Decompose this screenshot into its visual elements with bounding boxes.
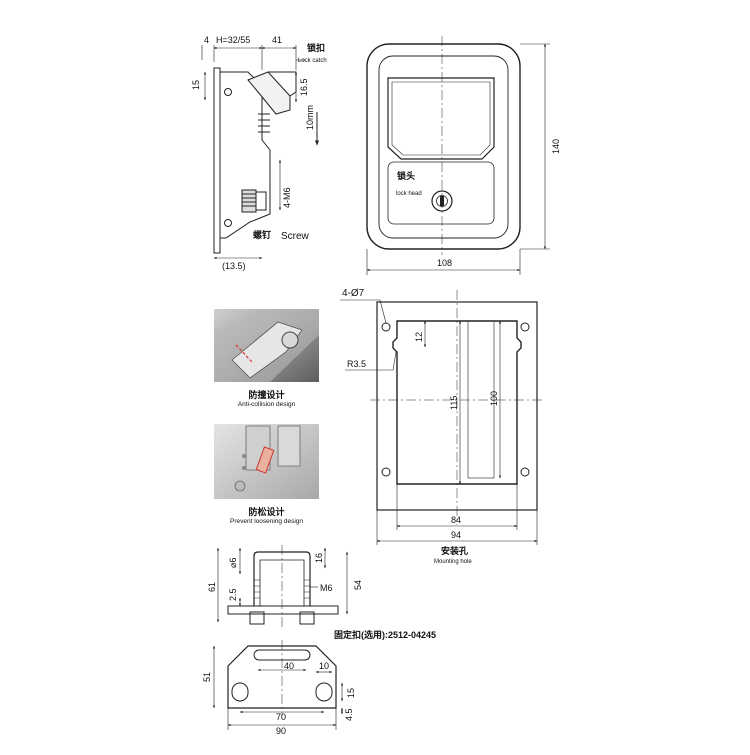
dim-54: 54 xyxy=(353,580,363,590)
thread-left xyxy=(254,579,260,599)
dim-70: 70 xyxy=(276,712,286,722)
screw-thread xyxy=(242,193,256,207)
dim-4m6: 4-M6 xyxy=(282,187,292,208)
dim-16: 16 xyxy=(314,553,324,563)
side-view xyxy=(201,45,319,260)
screw-body xyxy=(241,189,257,213)
dim-90: 90 xyxy=(276,726,286,736)
dim-10: 10 xyxy=(319,661,329,671)
dim-115: 115 xyxy=(449,396,459,410)
lock-catch xyxy=(247,71,291,115)
dim-100: 100 xyxy=(489,391,499,406)
mounting-hole-labels: 4-Ø7 12 R3.5 115 100 84 94 安装孔 Mounting … xyxy=(342,288,499,565)
nut-left xyxy=(249,611,265,625)
front-lower-panel xyxy=(387,161,495,225)
mounting-inner-ref xyxy=(467,320,495,479)
lock-head-cn: 锁头 xyxy=(397,170,415,181)
dim-13-5: (13.5) xyxy=(222,261,246,271)
dim-15-catch: 15 xyxy=(346,688,356,698)
side-plate xyxy=(213,67,221,254)
screw-head xyxy=(255,191,267,211)
dim-84: 84 xyxy=(451,515,461,525)
mounting-caption-en: Mounting hole xyxy=(434,559,472,565)
photo-dot xyxy=(242,466,246,470)
photo-anti-collision xyxy=(214,309,319,382)
catch-caption: 固定扣(选用):2512-04245 xyxy=(334,629,436,640)
dim-12: 12 xyxy=(414,332,424,342)
dim-10mm: 10mm xyxy=(305,105,315,130)
dim-4-5: 4.5 xyxy=(344,708,354,721)
lock-head-en: lock head xyxy=(396,191,422,197)
front-handle xyxy=(387,77,495,160)
dim-41: 41 xyxy=(272,35,282,45)
photo-nut xyxy=(234,480,246,492)
thread-right xyxy=(304,579,310,599)
photo-screw xyxy=(281,331,299,349)
front-view-labels: 锁头 lock head 140 108 xyxy=(396,139,561,268)
spring xyxy=(258,113,270,133)
nut-right xyxy=(299,611,315,625)
front-view xyxy=(366,36,550,275)
dim-51: 51 xyxy=(202,672,212,682)
catch-plan-view xyxy=(212,640,344,730)
mounting-hole-bl xyxy=(381,467,391,477)
dim-108: 108 xyxy=(437,258,452,268)
catch-plan-slot-left xyxy=(231,682,249,702)
photo-dot xyxy=(242,454,246,458)
mounting-hole-tl xyxy=(381,322,391,332)
screw-cn: 螺钉 xyxy=(253,229,271,240)
front-inner-recess xyxy=(378,55,509,239)
dim-holes: 4-Ø7 xyxy=(342,288,365,299)
photo-caption-prevent-loosening: 防松设计 Prevent loosening design xyxy=(204,505,329,525)
dim-16-5: 16.5 xyxy=(299,78,309,96)
photo-caption-en: Prevent loosening design xyxy=(230,518,303,525)
dim-40: 40 xyxy=(284,661,294,671)
leader-r3-5 xyxy=(392,351,397,371)
dim-4: 4 xyxy=(204,35,209,45)
screw-en: Screw xyxy=(281,231,310,242)
mounting-hole-view xyxy=(340,290,545,545)
mounting-hole-tr xyxy=(520,322,530,332)
catch-base-plate xyxy=(227,605,339,615)
leader-holes xyxy=(379,299,387,324)
dim-phi6: ⌀6 xyxy=(228,558,238,568)
photo-bracket-right xyxy=(277,425,301,467)
lock-catch-en: Lock catch xyxy=(298,58,327,64)
side-hole-top xyxy=(224,88,232,96)
side-hole-bottom xyxy=(224,219,232,227)
catch-elevation-view xyxy=(216,545,349,630)
photo-prevent-loosening xyxy=(214,424,319,499)
lock-catch-cn: 锁扣 xyxy=(307,42,325,53)
photo-highlight xyxy=(235,344,253,363)
side-view-labels: 4 H=32/55 41 锁扣 Lock catch 15 16.5 10mm … xyxy=(191,35,327,271)
photo-caption-cn: 防撞设计 xyxy=(248,390,285,400)
front-handle-inner xyxy=(391,81,491,156)
photo-caption-en: Anti-collision design xyxy=(237,401,296,408)
front-outer-plate xyxy=(366,43,521,250)
dim-2-5: 2.5 xyxy=(228,588,238,601)
dim-15: 15 xyxy=(191,80,201,90)
dim-61: 61 xyxy=(207,582,217,592)
catch-elevation-labels: 61 ⌀6 2.5 16 M6 54 固定扣(选用):2512-04245 xyxy=(207,553,436,640)
dim-140: 140 xyxy=(551,139,561,154)
photo-caption-cn: 防松设计 xyxy=(248,507,285,517)
side-housing xyxy=(220,71,271,239)
dim-r3-5: R3.5 xyxy=(347,359,366,369)
photo-highlight-bolt xyxy=(255,446,275,474)
dim-94: 94 xyxy=(451,530,461,540)
photo-caption-anti-collision: 防撞设计 Anti-collision design xyxy=(214,388,319,408)
catch-plan-labels: 51 40 10 15 70 90 4.5 xyxy=(202,661,356,736)
dim-m6: M6 xyxy=(320,583,333,593)
mounting-caption-cn: 安装孔 xyxy=(441,545,468,556)
mounting-hole-br xyxy=(520,467,530,477)
dim-h: H=32/55 xyxy=(216,35,250,45)
catch-plan-slot-right xyxy=(315,682,333,702)
